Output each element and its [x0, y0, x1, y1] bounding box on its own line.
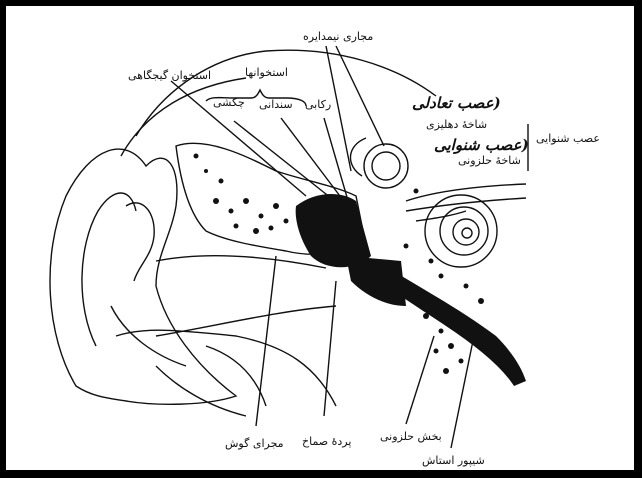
- label-auditory-nerve: عصب شنوایی: [536, 132, 600, 145]
- skull-outline: [136, 50, 436, 136]
- label-cochlear-nerve-handwritten: (عصب شنوایی: [434, 136, 529, 154]
- label-cochlea: بخش حلزونی: [380, 430, 442, 443]
- label-stapes: رکابی: [305, 98, 331, 111]
- label-malleus: چکشی: [213, 96, 245, 109]
- semicircular-canals: [364, 144, 408, 188]
- middle-ear-cavity: [296, 194, 371, 267]
- ear-canal: [156, 256, 326, 268]
- label-eustachian-tube: شیپور استاش: [422, 454, 485, 467]
- label-incus: سندانی: [259, 98, 293, 111]
- label-eardrum: پردهٔ صماخ: [302, 435, 351, 448]
- label-ear-canal: مجرای گوش: [225, 437, 284, 450]
- label-vestibular-nerve-handwritten: (عصب تعادلی: [412, 94, 501, 112]
- label-ossicles: استخوانها: [245, 66, 288, 79]
- label-temporal-bone: استخوان گیجگاهی: [128, 69, 211, 82]
- cochlea-spiral: [425, 195, 497, 267]
- label-semicircular-canals: مجاری نیمدایره: [303, 30, 373, 43]
- label-vestibular-branch: شاخهٔ دهلیزی: [426, 118, 487, 131]
- label-cochlear-branch: شاخهٔ حلزونی: [458, 154, 521, 167]
- ear-anatomy-illustration: [6, 6, 634, 470]
- pinna-outline: [50, 149, 236, 404]
- diagram-frame: مجاری نیمدایره استخوان گیجگاهی استخوانها…: [6, 6, 634, 470]
